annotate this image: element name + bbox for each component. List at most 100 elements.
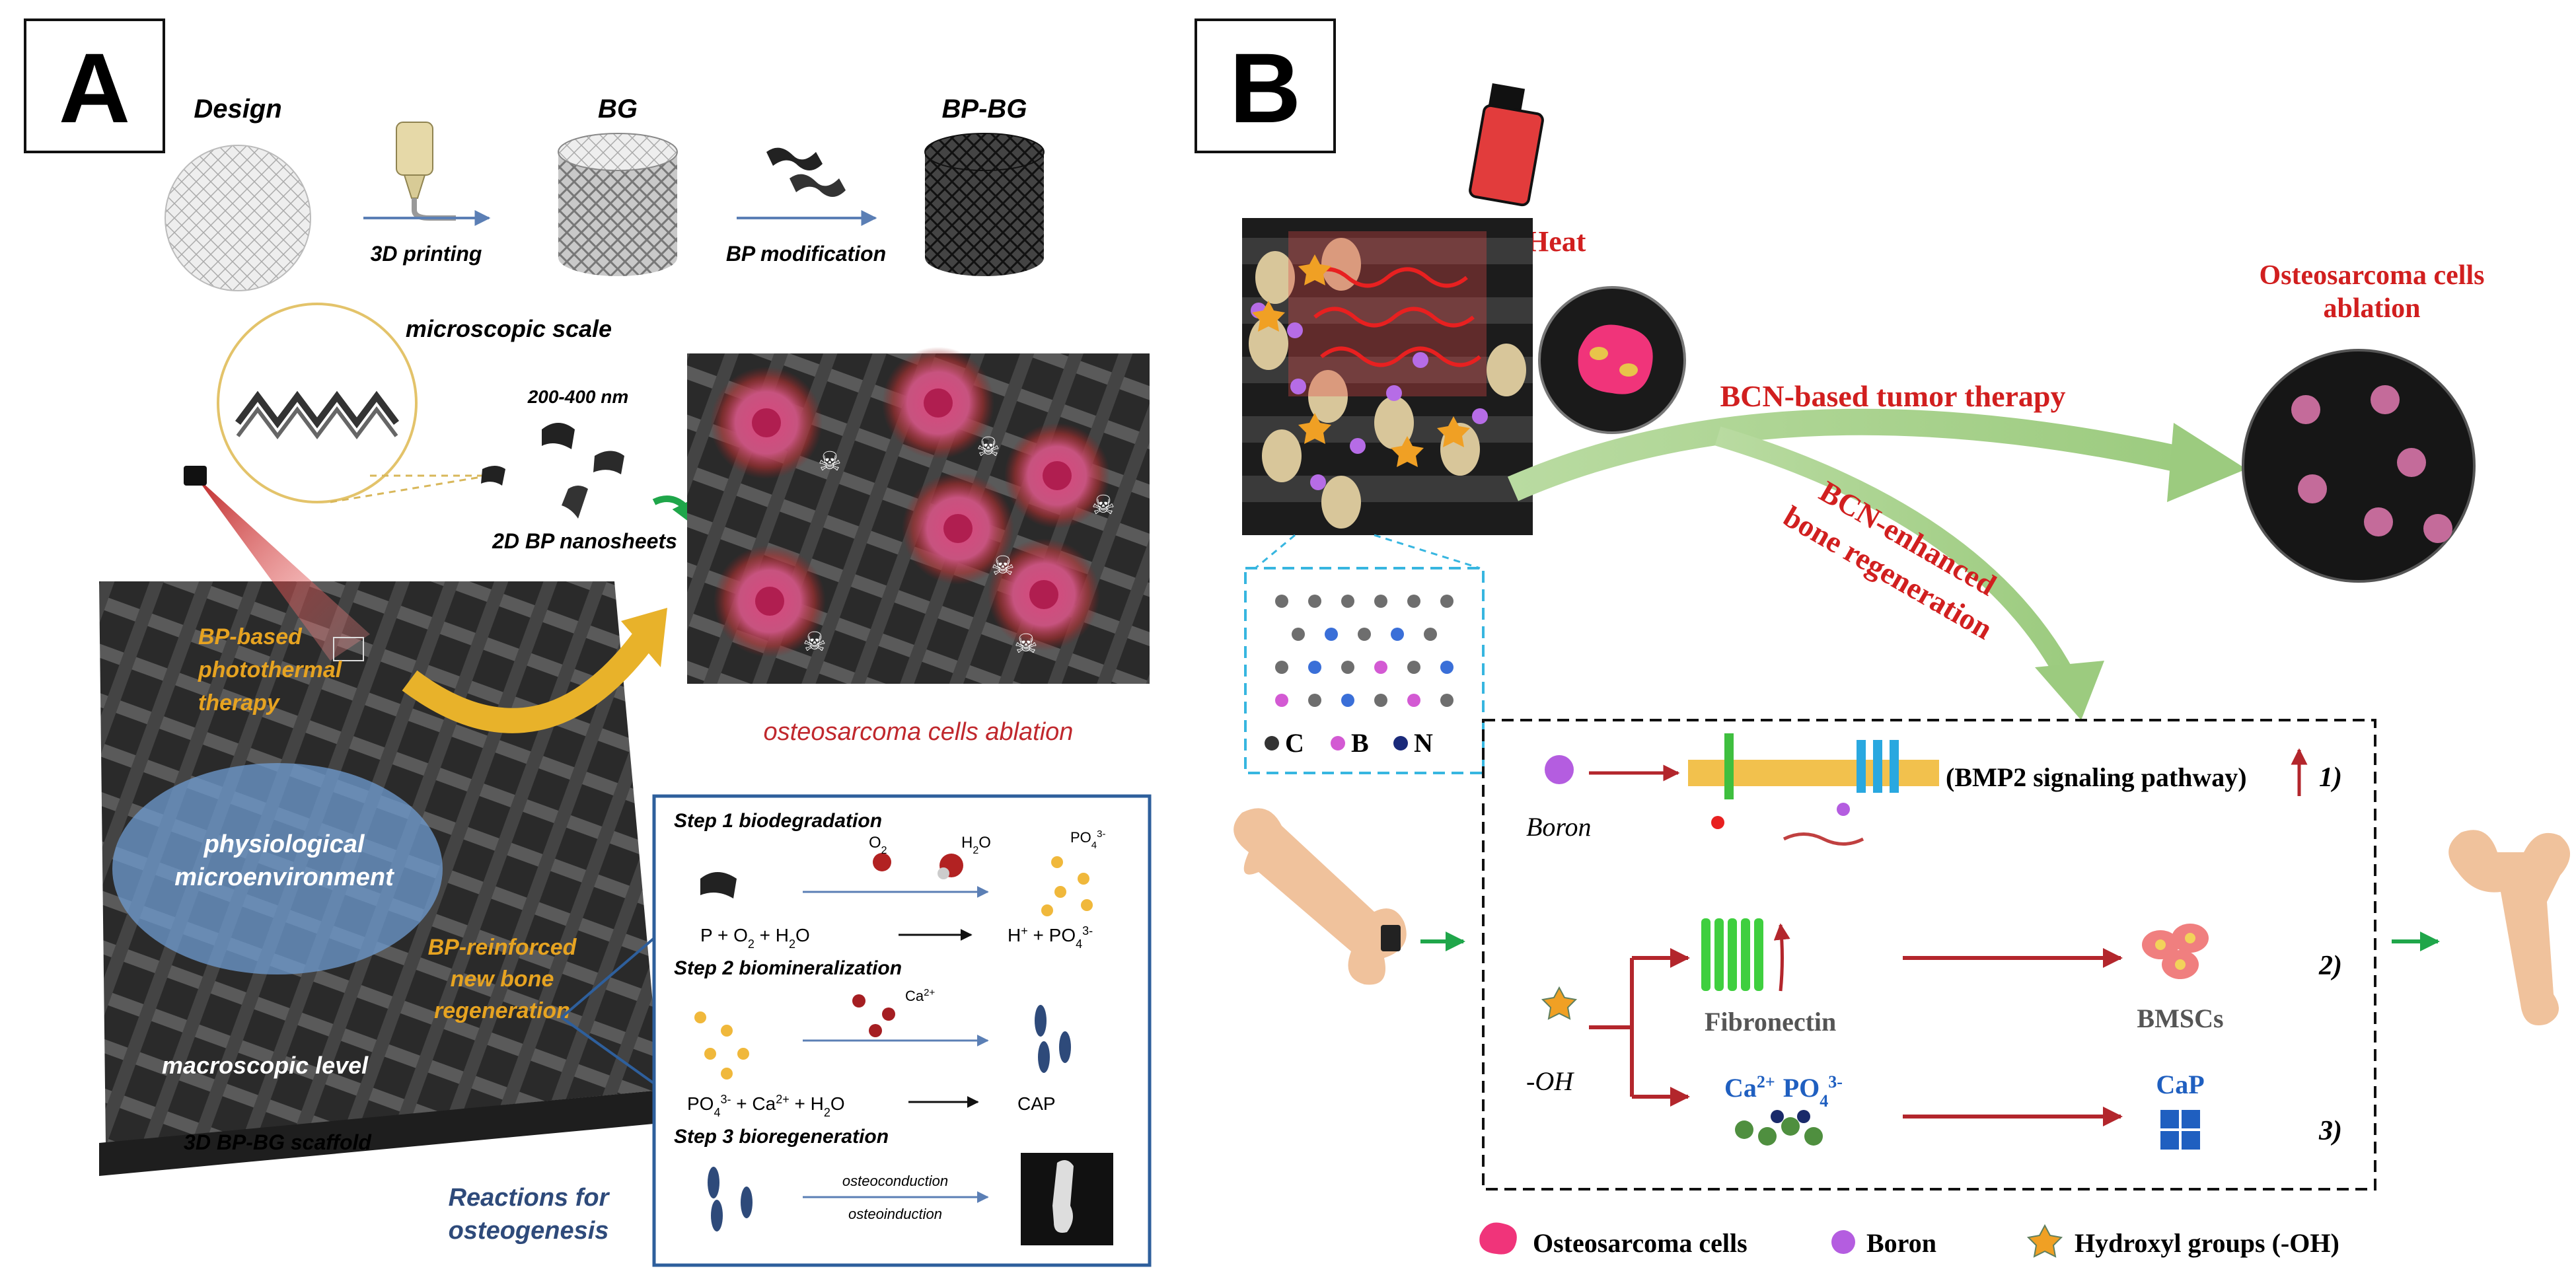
osteo-ablation-line1: Osteosarcoma cells (2260, 260, 2485, 291)
reinforced-line1: BP-reinforced (428, 935, 577, 960)
physio-line1: physiological (203, 830, 365, 858)
membrane-icon (1688, 733, 1939, 846)
ion-cluster-icon (1735, 1110, 1823, 1146)
photothermal-line1: BP-based (198, 624, 303, 649)
step-3-number: 3) (2318, 1116, 2342, 1146)
bone-right-icon (2448, 830, 2570, 1025)
ion-label: Ca2+PO43- (1724, 1072, 1843, 1111)
skull-icon: ☠ (976, 433, 1000, 462)
bone-left-icon (1233, 808, 1407, 985)
photothermal-line3: therapy (198, 690, 281, 715)
laser-device-icon (1469, 83, 1544, 207)
bp-layer-structure (235, 390, 399, 429)
boron-dot-icon (1331, 736, 1345, 751)
bone-icon (1052, 1160, 1074, 1233)
osteo-ablation-line2: ablation (2323, 293, 2420, 324)
o2-label: O2 (869, 834, 887, 856)
nanosheet-zoom-circle (217, 303, 418, 503)
macroscopic-label: macroscopic level (162, 1052, 369, 1079)
physio-line2: microenvironment (174, 863, 394, 891)
carbon-dot-icon (1265, 736, 1279, 751)
panel-a-label: A (59, 32, 130, 143)
bmp2-label: (BMP2 signaling pathway) (1946, 762, 2247, 792)
osteoinduction-label: osteoinduction (848, 1206, 942, 1222)
tumor-therapy-arrow (1507, 408, 2197, 501)
nm-range-label: 200-400 nm (527, 386, 629, 407)
laser-head-icon (184, 466, 207, 486)
legend-hydroxyl-icon (2026, 1224, 2063, 1258)
hydroxyl-star-icon (1541, 986, 1578, 1020)
bmscs-label: BMSCs (2137, 1004, 2223, 1033)
skull-icon: ☠ (818, 447, 842, 476)
oh-label: -OH (1526, 1066, 1574, 1096)
bcn-lattice-structure (1275, 595, 1454, 707)
reinforced-line2: new bone (451, 967, 554, 992)
yellow-curve-arrow (402, 626, 658, 733)
boron-sphere-icon (1545, 755, 1574, 784)
eq2-left: PO43- + Ca2+ + H2O (687, 1093, 845, 1119)
fibronectin-icon (1701, 918, 1763, 991)
atom-n-label: N (1414, 728, 1433, 758)
osteosarcoma-cell-icon (1578, 324, 1653, 394)
bpbg-heading: BP-BG (942, 94, 1027, 124)
laser-beam (195, 476, 370, 661)
panel-a-label-box (24, 18, 165, 153)
nitrogen-dot-icon (1393, 736, 1408, 751)
bmsc-cells-icon (2142, 924, 2209, 979)
eq1-right: H+ + PO43- (1008, 924, 1093, 951)
reactions-caption-line2: osteogenesis (449, 1217, 609, 1245)
mechanism-box (1482, 719, 2376, 1191)
bp-nanosheets-icon (481, 423, 624, 519)
phosphate-dots-2 (694, 1011, 749, 1080)
fibronectin-label: Fibronectin (1705, 1007, 1836, 1037)
physio-ellipse (112, 763, 443, 974)
panel-a: A Design BG BP-BG 3D printing BP modific… (24, 18, 1152, 1267)
panel-b: B Heat (1195, 18, 2570, 1258)
calcium-dots (852, 994, 895, 1037)
skull-icon: ☠ (991, 552, 1015, 581)
legend-osteosarcoma-icon (1479, 1222, 1517, 1255)
reactions-caption-line1: Reactions for (449, 1184, 610, 1212)
cap-label: CaP (2156, 1070, 2204, 1099)
legend-osteosarcoma: Osteosarcoma cells (1533, 1228, 1748, 1258)
bp-sheet-icon (700, 872, 737, 898)
bg-heading: BG (598, 94, 638, 124)
h2o-label: H2O (961, 834, 991, 856)
boron-label: Boron (1526, 812, 1592, 842)
atom-c-label: C (1285, 728, 1304, 758)
reinforced-line3: regeneration (434, 998, 570, 1023)
osteoconduction-label: osteoconduction (842, 1173, 948, 1189)
bcn-scaffold (1242, 218, 1533, 535)
step-1-number: 1) (2319, 762, 2342, 793)
step3-label: Step 3 bioregeneration (674, 1126, 889, 1148)
eq1-left: P + O2 + H2O (700, 925, 810, 951)
ablated-cells (2291, 385, 2452, 543)
ca-top-label: Ca2+ (905, 987, 935, 1005)
o2-molecule-icon (873, 853, 891, 871)
upregulation-arrow-2 (1773, 923, 1790, 992)
nanosheets-label: 2D BP nanosheets (492, 529, 677, 553)
printer-nozzle-icon (396, 122, 456, 221)
printing-label: 3D printing (371, 242, 482, 266)
skull-icon: ☠ (803, 628, 827, 657)
panel-b-label: B (1230, 32, 1301, 143)
microscopic-scale-label: microscopic scale (406, 315, 612, 342)
photothermal-line2: photothermal (198, 657, 343, 682)
step2-label: Step 2 biomineralization (674, 957, 902, 979)
panel-b-label-box (1195, 18, 1336, 153)
eq2-right: CAP (1017, 1093, 1056, 1114)
cap-crystals-2 (708, 1167, 753, 1231)
atom-b-label: B (1351, 728, 1369, 758)
legend-hydroxyl: Hydroxyl groups (-OH) (2075, 1228, 2339, 1258)
cap-crystal-icon (2160, 1110, 2200, 1150)
tumor-therapy-label: BCN-based tumor therapy (1720, 379, 2065, 413)
skull-icon: ☠ (1014, 630, 1038, 659)
step-2-number: 2) (2318, 951, 2342, 981)
scaffold-caption: 3D BP-BG scaffold (184, 1130, 372, 1154)
bpbg-scaffold-cylinder (924, 133, 1045, 276)
bp-sheets-icon (766, 147, 846, 197)
ablation-image: ☠ ☠ ☠ ☠ ☠ ☠ (687, 347, 1150, 684)
step1-label: Step 1 biodegradation (674, 810, 882, 832)
bg-scaffold-cylinder (558, 133, 678, 276)
design-wireframe (165, 145, 311, 291)
